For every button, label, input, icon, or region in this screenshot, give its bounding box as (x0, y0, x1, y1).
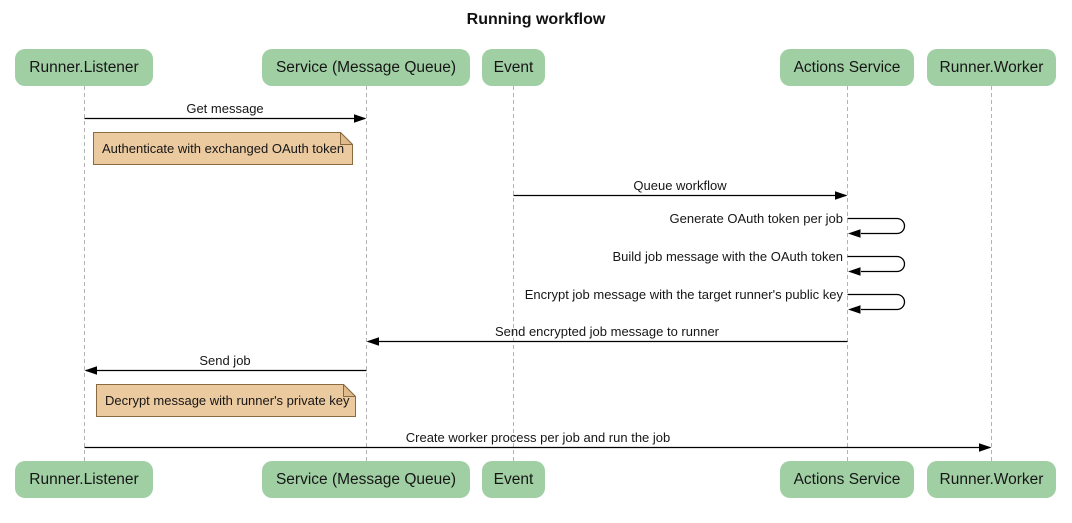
participant-top-runner-listener: Runner.Listener (15, 49, 153, 86)
arrowhead-send-encrypted-job-message (366, 337, 379, 346)
participant-bottom-actions-service: Actions Service (780, 461, 914, 498)
message-label-queue-workflow: Queue workflow (633, 178, 727, 193)
message-label-build-job-message: Build job message with the OAuth token (612, 249, 843, 264)
message-arrows (84, 117, 990, 449)
arrowhead-create-worker-process (979, 443, 992, 452)
arrowhead-send-job (84, 366, 97, 375)
note-decrypt-private-key: Decrypt message with runner's private ke… (96, 384, 356, 417)
note-shape (93, 132, 353, 165)
participant-top-service-message-queue: Service (Message Queue) (262, 49, 470, 86)
message-label-create-worker-process: Create worker process per job and run th… (405, 430, 671, 445)
arrowhead-get-message (354, 114, 367, 123)
note-shape (96, 384, 356, 417)
self-loop-encrypt-job-message (847, 293, 906, 311)
arrowhead-queue-workflow (835, 191, 848, 200)
message-label-send-encrypted-job-message: Send encrypted job message to runner (494, 324, 720, 339)
participant-bottom-event: Event (482, 461, 545, 498)
arrowhead-encrypt-job-message (848, 305, 861, 314)
participant-top-event: Event (482, 49, 545, 86)
note-text: Authenticate with exchanged OAuth token (102, 141, 345, 156)
participant-bottom-runner-worker: Runner.Worker (927, 461, 1056, 498)
message-label-generate-oauth-token: Generate OAuth token per job (669, 211, 843, 226)
message-label-send-job: Send job (199, 353, 251, 368)
self-loop-build-job-message (847, 255, 906, 273)
participant-bottom-service-message-queue: Service (Message Queue) (262, 461, 470, 498)
self-loop-generate-oauth-token (847, 217, 906, 235)
arrowheads (84, 114, 992, 452)
message-label-encrypt-job-message: Encrypt job message with the target runn… (524, 287, 843, 302)
note-authenticate-oauth: Authenticate with exchanged OAuth token (93, 132, 353, 165)
participant-bottom-runner-listener: Runner.Listener (15, 461, 153, 498)
note-text: Decrypt message with runner's private ke… (105, 393, 350, 408)
message-label-get-message: Get message (186, 101, 264, 116)
arrowhead-build-job-message (848, 267, 861, 276)
participant-top-runner-worker: Runner.Worker (927, 49, 1056, 86)
arrowhead-generate-oauth-token (848, 229, 861, 238)
participant-top-actions-service: Actions Service (780, 49, 914, 86)
diagram-title: Running workflow (466, 11, 606, 28)
